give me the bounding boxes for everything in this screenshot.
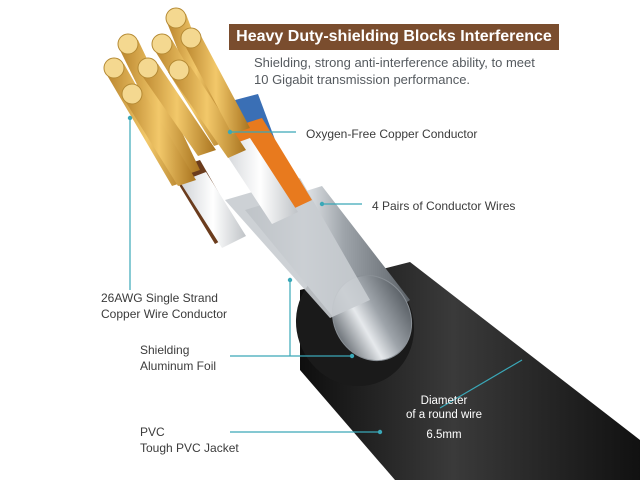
- pvc-label: PVC Tough PVC Jacket: [140, 424, 239, 456]
- subtitle-line-1: Shielding, strong anti-interference abil…: [254, 55, 535, 70]
- callout-dots: [127, 115, 383, 435]
- diameter-label-line-1: Diameter: [420, 395, 468, 407]
- inner-sheath: [225, 178, 370, 318]
- pairs-label: 4 Pairs of Conductor Wires: [372, 199, 516, 213]
- shield-label: Shielding Aluminum Foil: [140, 342, 216, 374]
- awg-label: 26AWG Single Strand Copper Wire Conducto…: [101, 290, 227, 322]
- diameter-label-line-2: of a round wire: [405, 409, 483, 421]
- pvc-label-line-1: PVC: [140, 425, 165, 439]
- subtitle-line-2: 10 Gigabit transmission performance.: [254, 72, 471, 87]
- awg-label-line-1: 26AWG Single Strand: [101, 291, 218, 305]
- diameter-value: 6.5mm: [426, 429, 462, 441]
- pvc-label-line-2: Tough PVC Jacket: [140, 441, 239, 455]
- shield-label-line-2: Aluminum Foil: [140, 359, 217, 373]
- diameter-label: Diameter of a round wire: [396, 394, 492, 422]
- banner-title: Heavy Duty-shielding Blocks Interference: [229, 24, 559, 50]
- awg-label-line-2: Copper Wire Conductor: [101, 307, 228, 321]
- shield-label-line-1: Shielding: [140, 343, 190, 357]
- conductor-label: Oxygen-Free Copper Conductor: [306, 127, 478, 141]
- banner-subtitle: Shielding, strong anti-interference abil…: [254, 54, 584, 88]
- strand-ends: [103, 7, 202, 105]
- callout-lines: [129, 118, 523, 433]
